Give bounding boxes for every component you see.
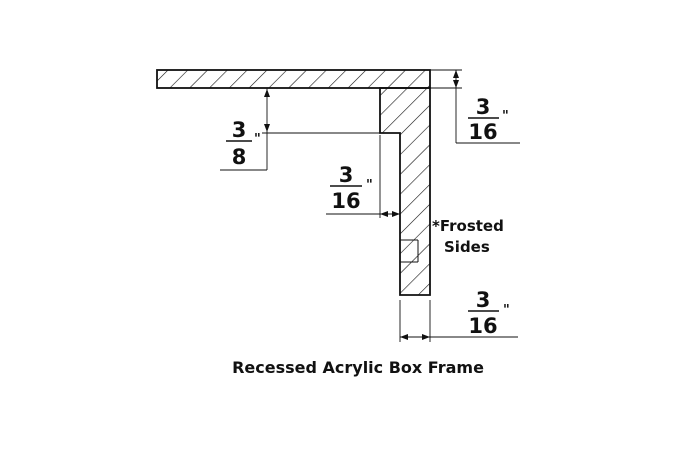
svg-text:": " — [254, 132, 261, 147]
svg-text:3: 3 — [476, 288, 491, 312]
svg-text:8: 8 — [232, 145, 247, 169]
svg-text:16: 16 — [468, 314, 497, 338]
svg-text:3: 3 — [339, 163, 354, 187]
dimension-bottom-right-label: 3 16 " — [468, 288, 510, 338]
frosted-sides-note: *Frosted Sides — [432, 217, 504, 256]
svg-text:": " — [366, 178, 373, 193]
dimension-bottom-right: 3 16 " — [399, 288, 518, 342]
dimension-middle-label: 3 16 " — [330, 163, 373, 213]
dimension-top-right: 3 16 " — [430, 69, 520, 144]
side-frame-member — [379, 87, 431, 296]
dimension-middle: 3 16 " — [326, 135, 400, 218]
svg-text:16: 16 — [331, 189, 360, 213]
top-frame-member — [156, 69, 431, 89]
svg-text:3: 3 — [232, 118, 247, 142]
svg-text:16: 16 — [468, 120, 497, 144]
dimension-left-label: 3 8 " — [226, 118, 261, 169]
dimension-top-right-label: 3 16 " — [468, 95, 509, 144]
svg-text:": " — [502, 109, 509, 124]
dimension-left: 3 8 " — [220, 88, 380, 171]
svg-text:Sides: Sides — [444, 238, 490, 256]
drawing-caption: Recessed Acrylic Box Frame — [232, 358, 484, 377]
svg-text:3: 3 — [476, 95, 491, 119]
svg-text:": " — [503, 303, 510, 318]
svg-text:*Frosted: *Frosted — [432, 217, 504, 235]
